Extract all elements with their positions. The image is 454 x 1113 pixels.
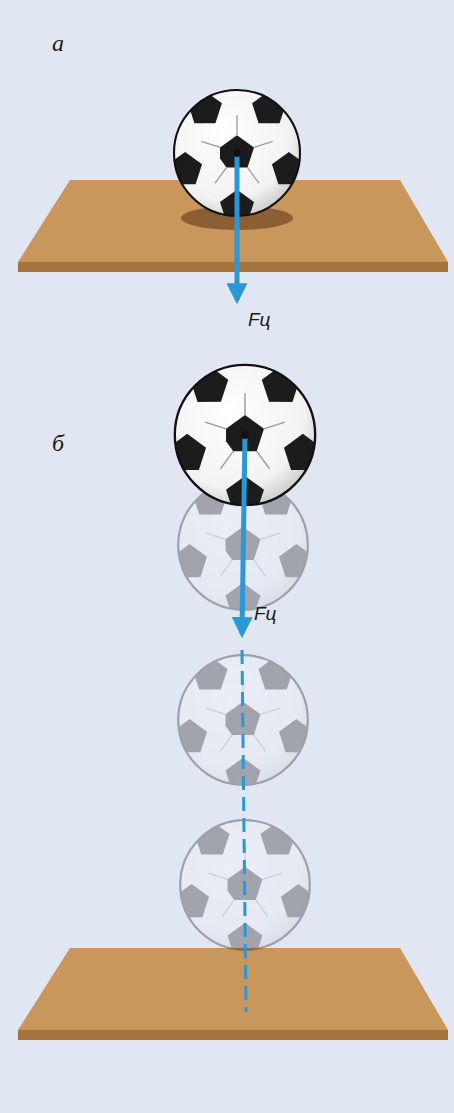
centre-dot — [241, 431, 249, 439]
force-arrow — [242, 435, 245, 634]
force-arrow — [235, 153, 240, 300]
trajectory — [242, 650, 246, 1012]
centre-dot — [233, 149, 241, 157]
force-label: Fц — [248, 310, 270, 331]
force-label: Fц — [254, 604, 276, 625]
panel-letter: а — [52, 30, 64, 56]
board — [18, 948, 448, 1040]
panel-letter: б — [52, 430, 64, 456]
